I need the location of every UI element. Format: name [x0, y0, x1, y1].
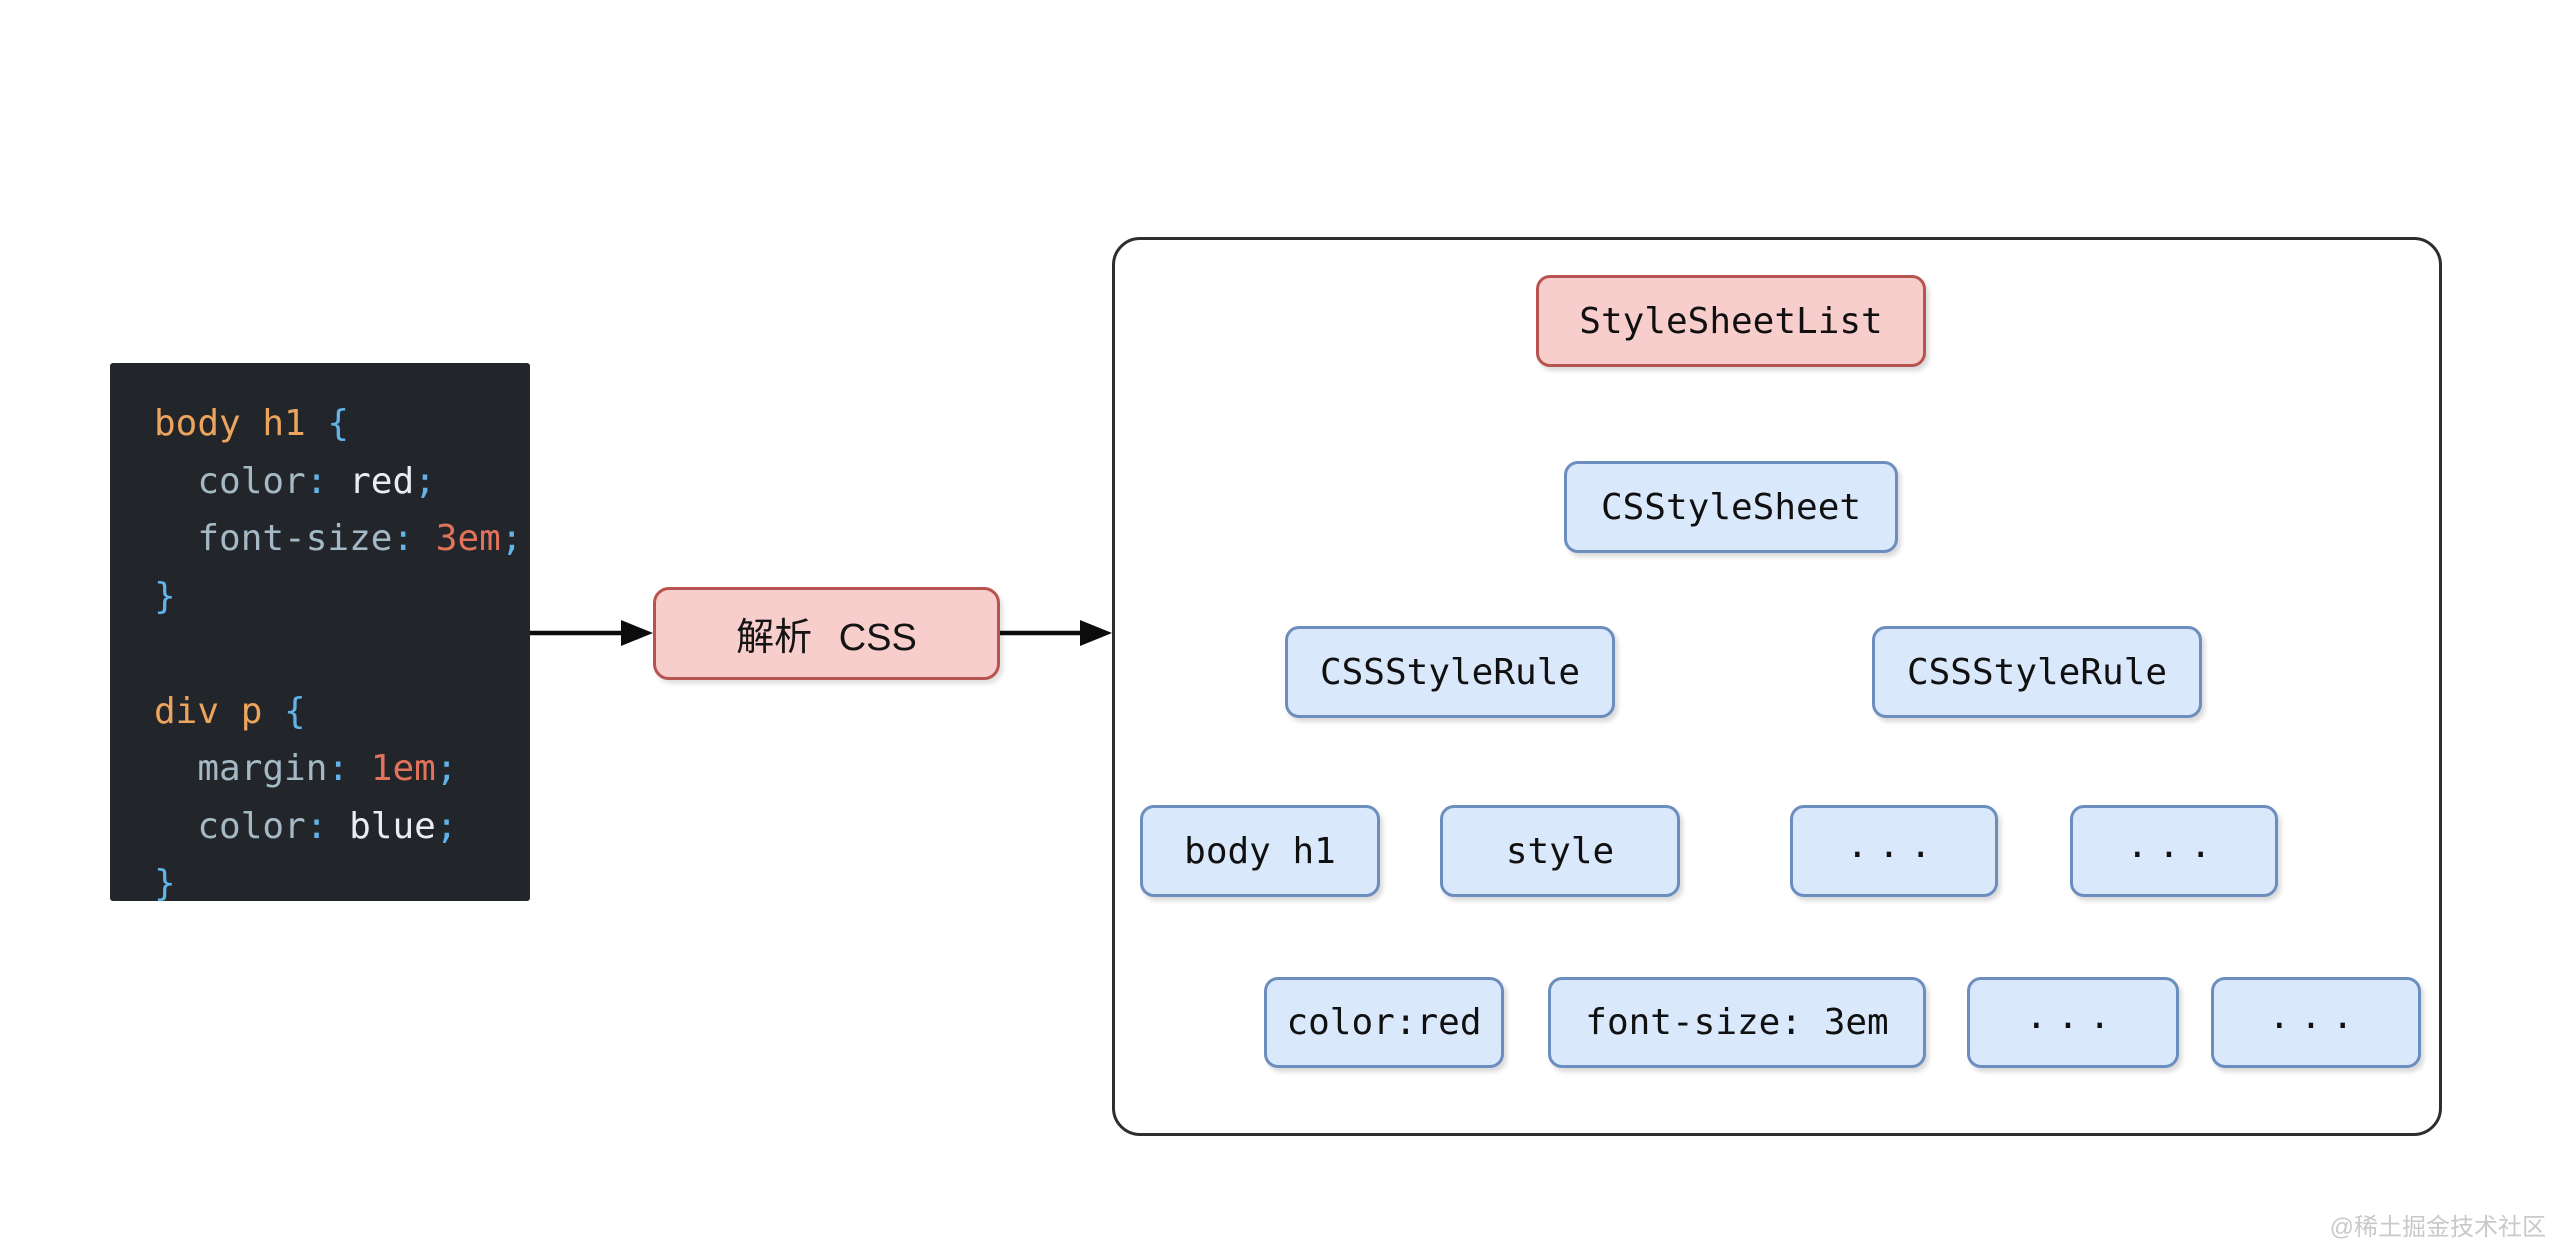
- code-token: :: [392, 518, 415, 559]
- tree-node-label: ...: [2025, 996, 2121, 1037]
- tree-node-label: ...: [1846, 824, 1942, 866]
- code-token: font-size: [154, 518, 393, 559]
- code-token: div p: [154, 690, 285, 732]
- code-line: font-size: 3em;: [154, 510, 522, 568]
- tree-node-ellipsis-4: ...: [2211, 977, 2421, 1068]
- parse-css-step-label: 解析 CSS: [736, 617, 917, 659]
- code-line: [154, 625, 522, 683]
- code-token: ;: [414, 460, 436, 502]
- tree-node-label: color:red: [1286, 1002, 1482, 1043]
- code-token: [327, 461, 349, 502]
- tree-node-ellipsis-1: ...: [1790, 805, 1998, 897]
- arrow-code-to-parse-head: [621, 620, 653, 646]
- tree-node-stylesheetlist: StyleSheetList: [1536, 275, 1926, 367]
- code-token: :: [327, 748, 350, 789]
- tree-node-decl-color-red: color:red: [1264, 977, 1504, 1068]
- code-token: [327, 806, 349, 847]
- tree-node-cssstylesheet: CSStyleSheet: [1564, 461, 1898, 553]
- tree-node-label: CSSStyleRule: [1906, 651, 2168, 693]
- code-line: }: [154, 855, 522, 913]
- code-token: {: [327, 403, 350, 444]
- code-token: 3em: [435, 518, 501, 559]
- tree-node-ellipsis-2: ...: [2070, 805, 2278, 897]
- tree-node-label: body h1: [1184, 830, 1336, 872]
- code-token: }: [154, 575, 176, 617]
- code-line: color: red;: [154, 453, 522, 511]
- code-token: color: [154, 460, 306, 502]
- tree-node-label: font-size: 3em: [1585, 1002, 1889, 1043]
- code-token: 1em: [370, 748, 436, 789]
- code-token: margin: [154, 748, 328, 789]
- arrow-parse-to-tree-head: [1080, 620, 1112, 646]
- code-token: [349, 748, 371, 789]
- code-token: color: [154, 805, 306, 847]
- tree-node-label: CSSStyleRule: [1319, 651, 1581, 693]
- tree-node-selector-body-h1: body h1: [1140, 805, 1380, 897]
- code-token: red: [349, 460, 415, 502]
- watermark-text: @稀土掘金技术社区: [2329, 1214, 2546, 1241]
- code-line: body h1 {: [154, 395, 522, 453]
- css-code-panel: body h1 { color: red; font-size: 3em;} di…: [110, 363, 530, 904]
- arrow-parse-to-tree: [1000, 620, 1112, 646]
- code-line: }: [154, 568, 522, 626]
- code-token: ;: [500, 518, 523, 559]
- code-token: {: [284, 690, 306, 732]
- tree-node-cssstylerule-1: CSSStyleRule: [1285, 626, 1615, 718]
- tree-node-style-node: style: [1440, 805, 1680, 897]
- code-token: body h1: [154, 403, 328, 444]
- tree-node-label: ...: [2268, 996, 2364, 1037]
- code-line: margin: 1em;: [154, 740, 522, 798]
- tree-node-ellipsis-3: ...: [1967, 977, 2179, 1068]
- code-token: :: [305, 460, 328, 502]
- tree-node-label: StyleSheetList: [1579, 300, 1883, 342]
- tree-node-label: style: [1505, 830, 1615, 872]
- tree-node-label: ...: [2126, 824, 2222, 866]
- code-token: [414, 518, 436, 559]
- code-token: ;: [435, 748, 458, 789]
- tree-node-cssstylerule-2: CSSStyleRule: [1872, 626, 2202, 718]
- code-token: :: [305, 805, 328, 847]
- tree-node-label: CSStyleSheet: [1600, 486, 1862, 528]
- parse-css-step-box: 解析 CSS: [653, 587, 1000, 680]
- code-line: div p {: [154, 683, 522, 741]
- arrow-code-to-parse: [528, 620, 653, 646]
- code-token: ;: [435, 805, 458, 847]
- code-token: }: [154, 863, 176, 904]
- tree-node-decl-font-size: font-size: 3em: [1548, 977, 1926, 1068]
- code-token: blue: [349, 805, 436, 847]
- code-line: color: blue;: [154, 798, 522, 856]
